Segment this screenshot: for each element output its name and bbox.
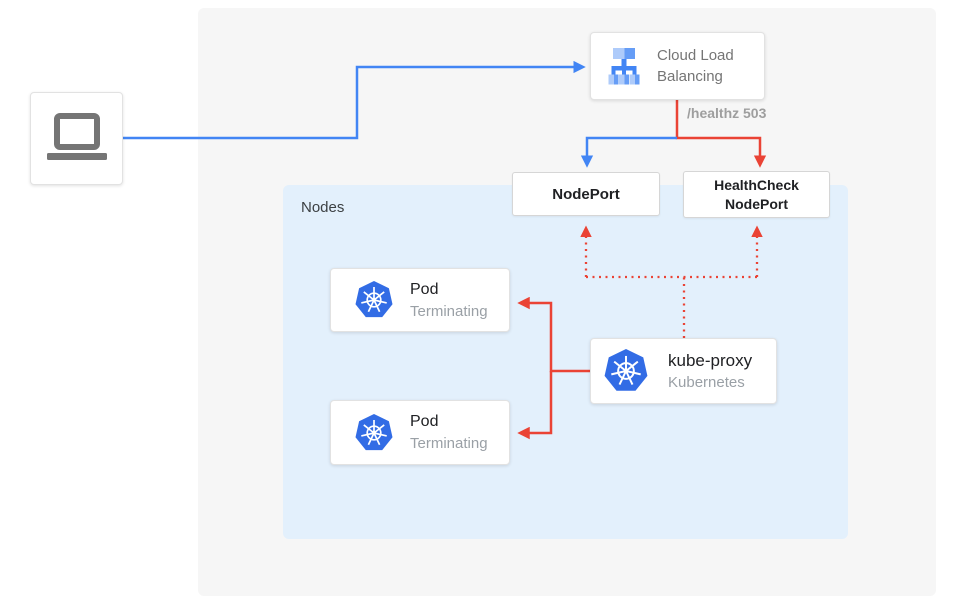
pod-1-title: Pod (410, 280, 439, 298)
kubernetes-wheel-hub (371, 430, 377, 435)
nodeport-label: NodePort (552, 185, 620, 203)
kube-proxy-title: kube-proxy (668, 351, 753, 370)
nodes-panel-label: Nodes (301, 199, 345, 216)
pod-1-node: Pod Terminating (330, 268, 510, 332)
kubernetes-icon (355, 413, 393, 450)
lb-top-left (613, 48, 625, 59)
laptop-screen (53, 112, 100, 150)
pod-2-title: Pod (410, 413, 439, 430)
lb-leg-3 (632, 70, 637, 76)
kubernetes-wheel-hub (623, 368, 629, 374)
lb-box-2a (619, 74, 625, 85)
laptop-icon (46, 112, 107, 160)
healthz-edge-label: /healthz 503 (687, 105, 767, 121)
healthcheck-label-line1: HealthCheck (714, 176, 799, 193)
cloud-load-balancing-label: Cloud Load Balancing (657, 45, 734, 87)
lb-box-3a (629, 74, 635, 85)
pod-1-text: Pod Terminating (410, 280, 488, 321)
kubernetes-wheel-rim (617, 362, 635, 380)
lb-box-1a (608, 74, 614, 85)
clb-label-line1: Cloud Load (657, 47, 734, 64)
pod-2-status: Terminating (410, 435, 488, 452)
lb-top-right (624, 48, 635, 59)
kubernetes-icon (355, 281, 393, 318)
healthcheck-label-line2: NodePort (725, 195, 788, 212)
kubernetes-wheel-rim (366, 424, 382, 441)
clb-label-line2: Balancing (657, 68, 723, 85)
lb-leg-2 (622, 70, 626, 76)
lb-box-2b (624, 74, 629, 85)
lb-leg-1 (611, 70, 616, 76)
pod-2-node: Pod Terminating (330, 400, 510, 465)
pod-1-status: Terminating (410, 302, 488, 320)
cloud-load-balancing-icon (608, 48, 640, 85)
kube-proxy-subtitle: Kubernetes (668, 374, 745, 391)
lb-box-3b (635, 74, 640, 85)
cloud-load-balancing-node: Cloud Load Balancing (590, 32, 765, 100)
kube-proxy-text: kube-proxy Kubernetes (668, 350, 752, 392)
lb-box-1b (614, 74, 619, 85)
laptop-base (46, 152, 107, 160)
nodeport-node: NodePort (512, 172, 660, 216)
kubernetes-wheel-hub (371, 297, 377, 303)
kubernetes-icon (604, 349, 648, 391)
healthcheck-nodeport-node: HealthCheck NodePort (683, 171, 830, 218)
client-node (30, 92, 123, 185)
pod-2-text: Pod Terminating (410, 412, 488, 453)
lb-stem (621, 54, 627, 68)
kubernetes-wheel-rim (366, 292, 382, 308)
lb-crossbar (611, 66, 637, 71)
kube-proxy-node: kube-proxy Kubernetes (590, 338, 777, 404)
